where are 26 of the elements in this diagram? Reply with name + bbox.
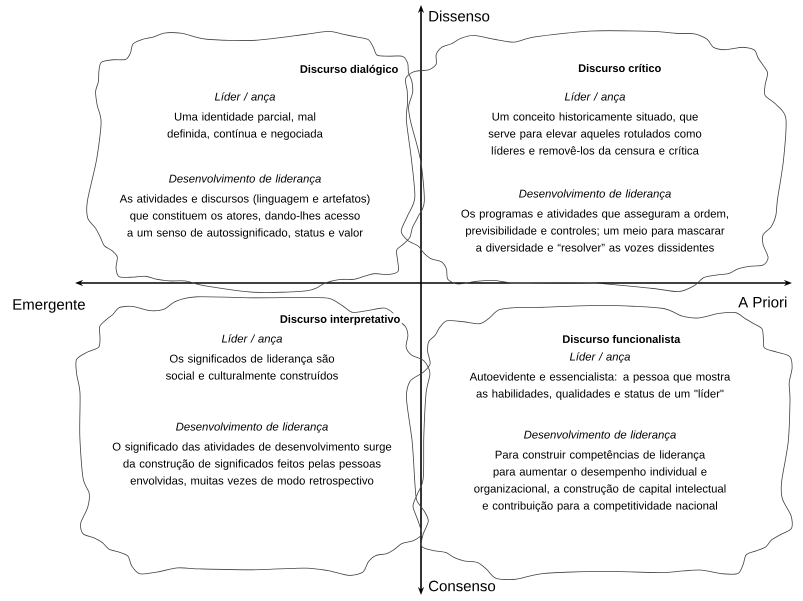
body-text: Uma identidade parcial, mal definida, contínua e negociada [168, 112, 323, 140]
body-text: Os significados de liderança são social e culturalmente construídos [166, 354, 338, 380]
subheading: Desenvolvimento de liderança [519, 189, 671, 200]
heading: Discurso interpretativo [280, 314, 400, 326]
cloud-shape [86, 31, 425, 293]
heading: Discurso funcionalista [563, 334, 680, 344]
subheading: Desenvolvimento de liderança [524, 430, 676, 441]
body-text: Os programas e atividades que asseguram a ordem, previsibilidade e controles; um meio para mascarar a diversidade e “resolver” as vozes dissidentes [461, 209, 728, 252]
axis-label: Dissenso [429, 10, 490, 22]
body-text: O significado das atividades de desenvolvimento surge da construção de significados feitos pelas pessoas envolvidas, muitas vezes de modo retrospectivo [112, 442, 392, 487]
body-text: As atividades e discursos (linguagem e artefatos) que constituem os atores, dando-lhes acesso a um senso de autossignificado, status e valor [120, 194, 370, 239]
subheading: Desenvolvimento de liderança [169, 174, 321, 185]
heading: Discurso dialógico [300, 64, 398, 76]
body-text: Autoevidente e essencialista: a pessoa que mostra as habilidades, qualidades e status de um "líder" [470, 372, 730, 400]
subheading: Líder / ança [564, 92, 626, 103]
body-text: Para construir competências de liderança para aumentar o desempenho individual e organizacional, a construção de capital intelectual e contribuição para a competitividade nacional [474, 450, 726, 512]
axis-label: Consenso [428, 580, 496, 592]
axis-label: A Priori [738, 296, 786, 308]
heading: Discurso crítico [578, 64, 661, 72]
cloud-shape [400, 30, 787, 292]
subheading: Desenvolvimento de liderança [176, 422, 328, 433]
subheading: Líder / ança [214, 92, 276, 103]
subheading: Líder / ança [570, 352, 630, 363]
subheading: Líder / ança [222, 334, 282, 345]
axis-label: Emergente [13, 299, 85, 313]
body-text: Um conceito historicamente situado, que serve para elevar aqueles rotulados como líderes e removê-los da censura e crítica [488, 112, 702, 155]
